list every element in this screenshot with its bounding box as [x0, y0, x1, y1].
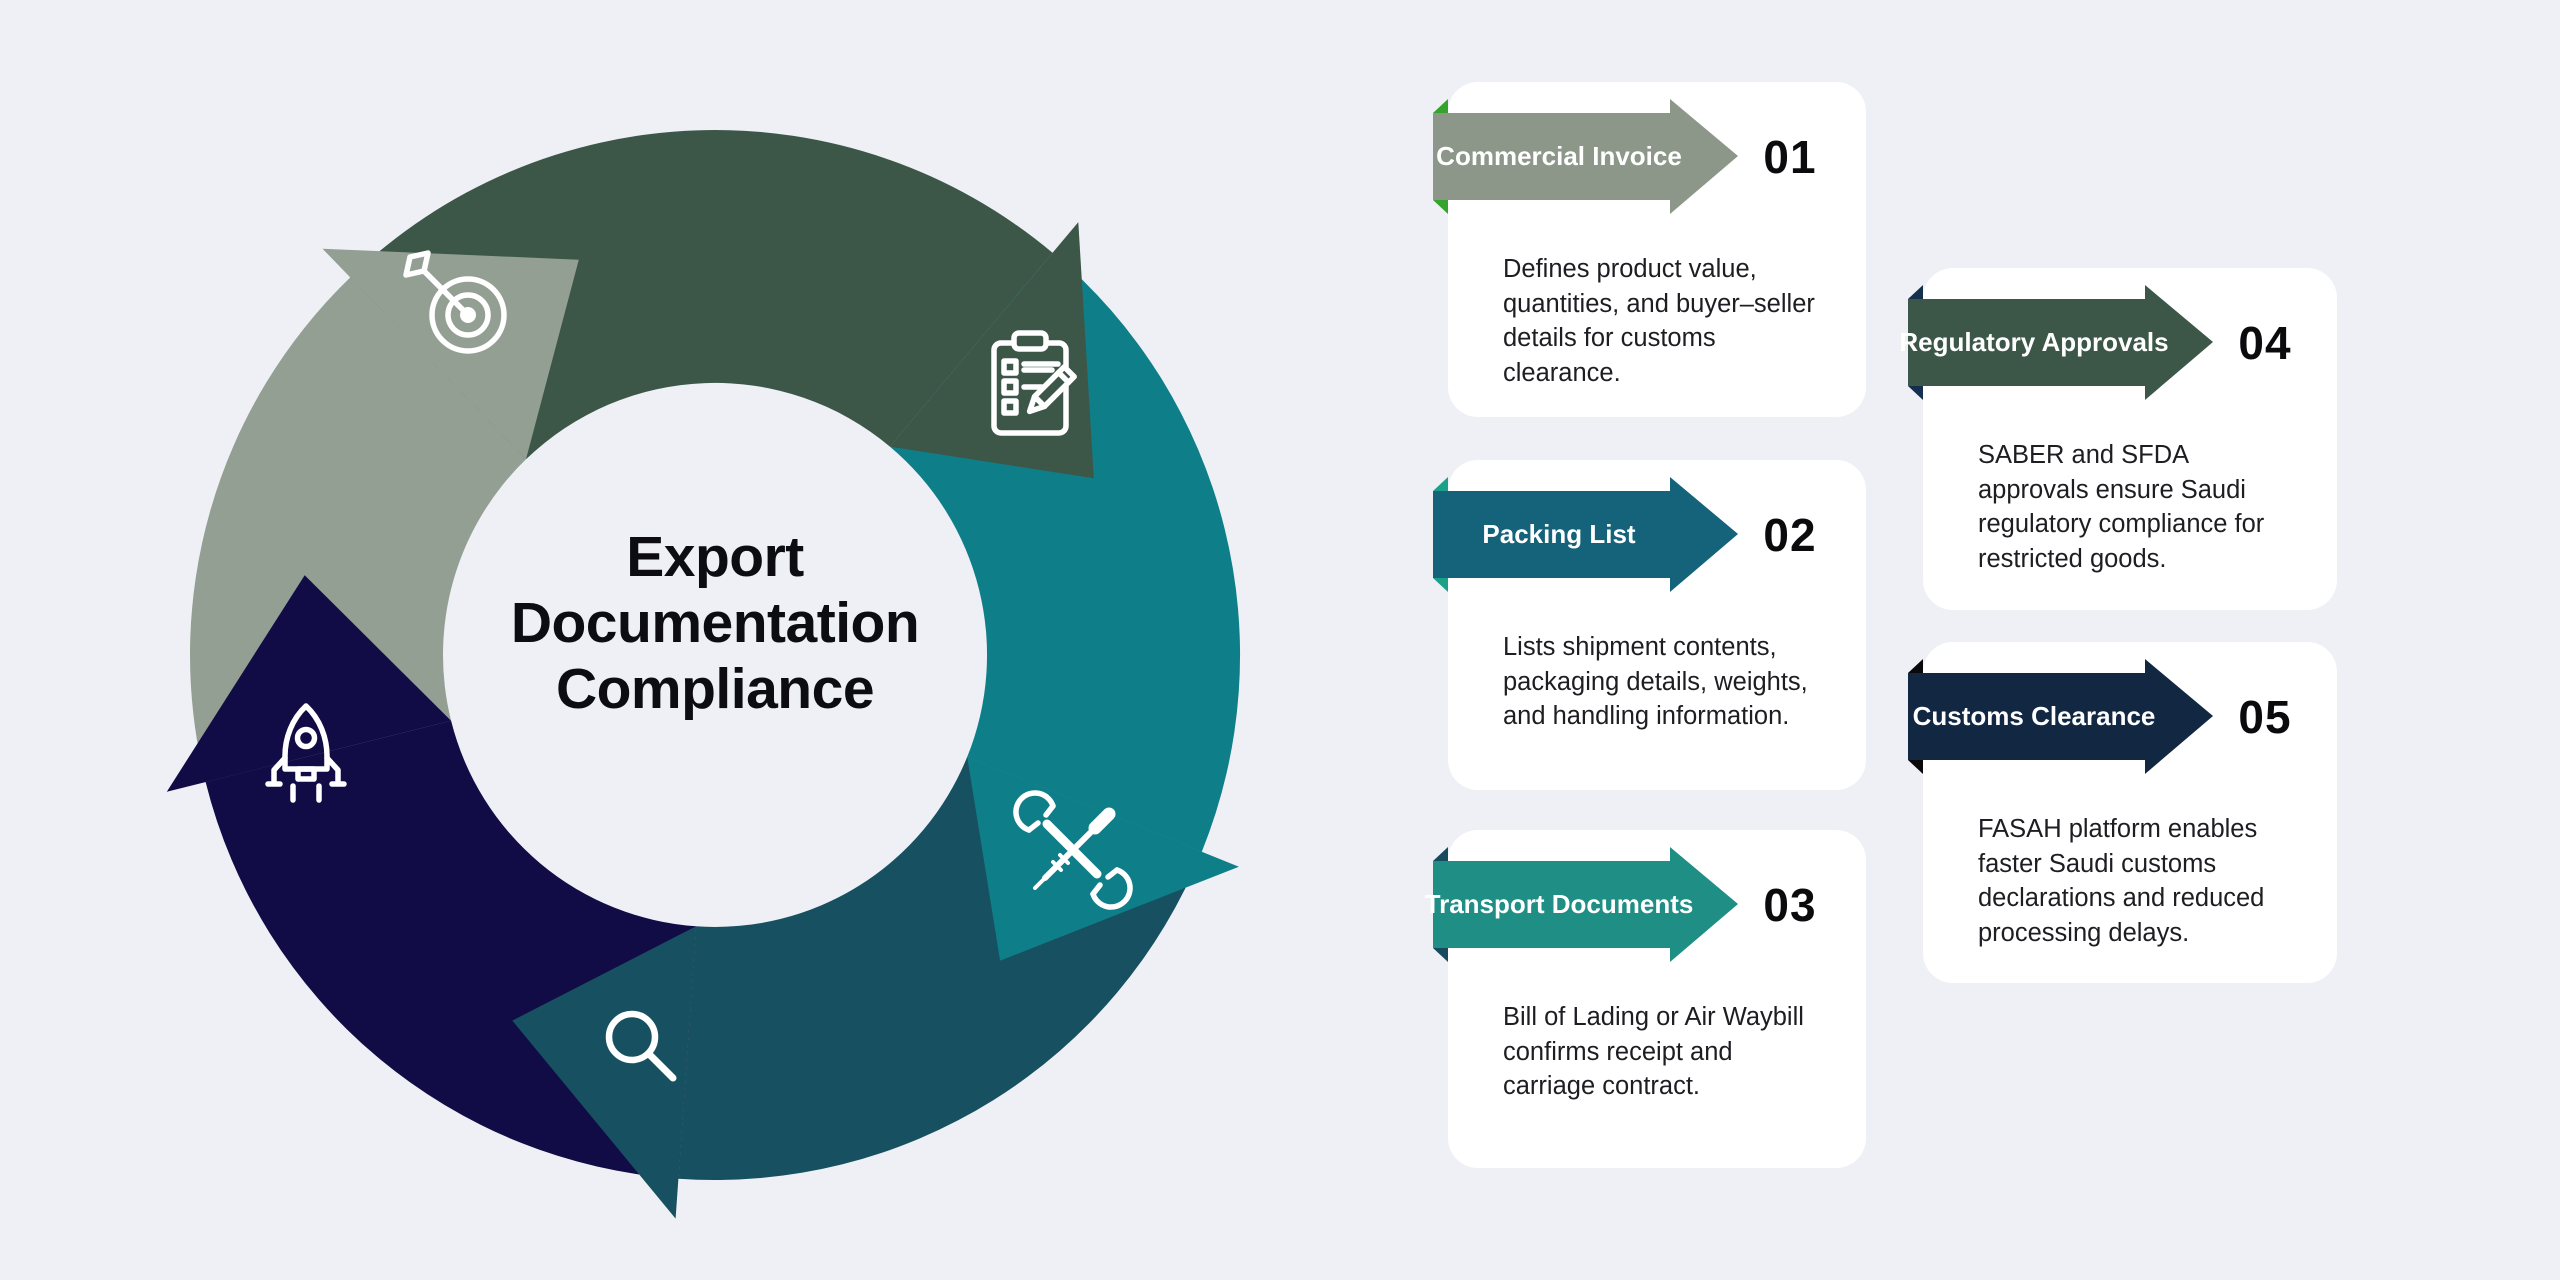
step-2-title: Packing List — [1482, 519, 1636, 549]
ribbon-fold-icon — [1908, 285, 1923, 299]
step-1-number: 01 — [1763, 130, 1817, 183]
step-4-description: SABER and SFDA approvals ensure Saudi re… — [1978, 441, 2265, 573]
step-4-title: Regulatory Approvals — [1899, 327, 2169, 357]
cycle-arrowhead-3 — [967, 756, 1239, 961]
step-5-title: Customs Clearance — [1912, 701, 2156, 731]
step-4-banner: Regulatory Approvals — [1899, 285, 2213, 400]
crossed-tools-icon — [1013, 790, 1133, 910]
step-card-5: Customs Clearance 05 FASAH platform enab… — [1908, 642, 2337, 983]
step-card-4: Regulatory Approvals 04 SABER and SFDA a… — [1899, 268, 2337, 610]
step-2-number: 02 — [1763, 508, 1817, 561]
step-3-number: 03 — [1763, 878, 1817, 931]
step-card-1: Commercial Invoice 01 Defines product va… — [1433, 82, 1866, 417]
step-3-description: Bill of Lading or Air Waybill confirms r… — [1503, 1003, 1804, 1100]
ribbon-fold-icon — [1433, 578, 1448, 592]
step-5-number: 05 — [2238, 690, 2292, 743]
step-5-description: FASAH platform enables faster Saudi cust… — [1978, 815, 2265, 947]
arrow-ribbon-icon — [1433, 99, 1738, 214]
ribbon-fold-icon — [1908, 760, 1923, 774]
step-3-banner: Transport Documents — [1424, 847, 1738, 962]
arrow-ribbon-icon — [1908, 659, 2213, 774]
step-1-banner: Commercial Invoice — [1433, 99, 1738, 214]
step-3-title: Transport Documents — [1424, 889, 1694, 919]
ribbon-fold-icon — [1433, 477, 1448, 491]
cycle-arrowhead-4 — [512, 926, 696, 1219]
step-2-banner: Packing List — [1433, 477, 1738, 592]
cycle-arrowhead-5 — [166, 575, 452, 792]
step-2-description: Lists shipment contents, packaging detai… — [1503, 633, 1808, 730]
step-card-2: Packing List 02 Lists shipment contents,… — [1433, 460, 1866, 790]
step-5-banner: Customs Clearance — [1908, 659, 2213, 774]
step-4-number: 04 — [2238, 316, 2292, 369]
ribbon-fold-icon — [1433, 200, 1448, 214]
ribbon-fold-icon — [1433, 99, 1448, 113]
step-card-3: Transport Documents 03 Bill of Lading or… — [1425, 830, 1866, 1168]
arrow-ribbon-icon — [1433, 477, 1738, 592]
step-1-description: Defines product value, quantities, and b… — [1503, 255, 1815, 387]
step-1-title: Commercial Invoice — [1436, 141, 1682, 171]
cycle-arrowhead-1 — [322, 248, 579, 460]
arrow-ribbon-icon — [1433, 847, 1738, 962]
ribbon-fold-icon — [1908, 386, 1923, 400]
ribbon-fold-icon — [1908, 659, 1923, 673]
clipboard-checklist-icon — [991, 330, 1077, 436]
magnifier-icon — [605, 1010, 677, 1082]
ribbon-fold-icon — [1433, 948, 1448, 962]
rocket-icon — [265, 703, 347, 803]
target-arrow-icon — [403, 250, 507, 354]
ribbon-fold-icon — [1433, 847, 1448, 861]
diagram-title: Export Documentation Compliance — [510, 525, 920, 721]
arrow-ribbon-icon — [1908, 285, 2213, 400]
